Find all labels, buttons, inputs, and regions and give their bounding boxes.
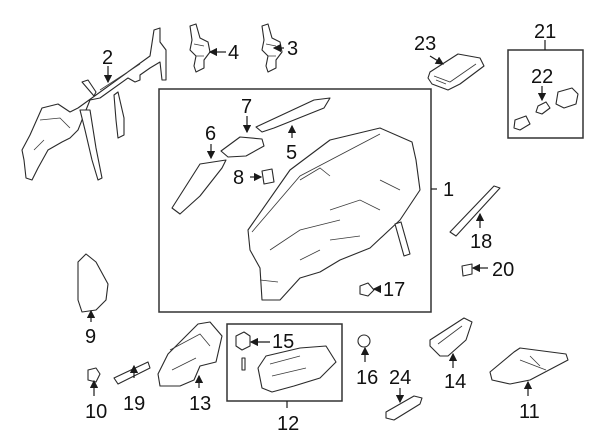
part-side-bracket[interactable] xyxy=(394,221,411,257)
part-retainer[interactable] xyxy=(87,367,101,383)
callout-4: 4 xyxy=(228,42,239,64)
part-cover-plate[interactable] xyxy=(461,263,473,277)
part-upper-trim-left[interactable] xyxy=(171,159,227,215)
part-grommet[interactable] xyxy=(357,334,371,348)
callout-11: 11 xyxy=(519,401,540,423)
callout-7: 7 xyxy=(241,96,252,118)
callout-3: 3 xyxy=(287,38,298,60)
part-upper-trim-right[interactable] xyxy=(255,97,331,133)
callout-18: 18 xyxy=(470,231,492,253)
callout-2: 2 xyxy=(102,47,113,69)
part-lower-panel[interactable] xyxy=(489,347,569,385)
leaders xyxy=(86,40,547,408)
group-box-bolster xyxy=(226,323,343,402)
part-storage-compartment[interactable] xyxy=(429,317,473,357)
part-knee-bolster[interactable] xyxy=(257,345,337,393)
part-end-cap[interactable] xyxy=(77,253,109,313)
callout-9: 9 xyxy=(85,326,96,348)
part-center-trim-panel[interactable] xyxy=(220,136,265,158)
callout-6: 6 xyxy=(205,123,216,145)
group-box-main xyxy=(158,88,432,313)
part-side-trim-strip[interactable] xyxy=(449,185,501,237)
part-instrument-panel[interactable] xyxy=(247,127,421,301)
part-bracket-left[interactable] xyxy=(189,23,211,73)
part-cluster-bezel[interactable] xyxy=(157,321,223,387)
callout-20: 20 xyxy=(492,259,514,281)
callout-21: 21 xyxy=(534,21,556,43)
callout-14: 14 xyxy=(444,371,466,393)
callout-labels: 1 2 3 4 5 6 7 8 9 10 11 12 13 14 15 16 1… xyxy=(85,21,556,435)
callout-13: 13 xyxy=(189,393,211,415)
part-lamp-housing[interactable] xyxy=(513,87,579,131)
callout-10: 10 xyxy=(85,401,107,423)
callout-17: 17 xyxy=(383,279,405,301)
callout-22: 22 xyxy=(531,66,553,88)
callout-19: 19 xyxy=(123,393,145,415)
part-nut[interactable] xyxy=(235,331,251,351)
callout-5: 5 xyxy=(286,142,297,164)
part-screw[interactable] xyxy=(241,357,246,371)
part-vent-knob[interactable] xyxy=(359,282,375,297)
callout-8: 8 xyxy=(233,167,244,189)
callout-23: 23 xyxy=(414,33,436,55)
part-control-module[interactable] xyxy=(427,53,485,91)
callout-16: 16 xyxy=(356,367,378,389)
callout-1: 1 xyxy=(443,179,454,201)
part-cross-car-beam[interactable] xyxy=(21,27,167,181)
callout-12: 12 xyxy=(277,413,299,435)
part-clip[interactable] xyxy=(261,168,275,185)
callout-24: 24 xyxy=(389,367,411,389)
part-trim-strip[interactable] xyxy=(113,361,151,385)
callout-15: 15 xyxy=(272,331,294,353)
part-bulb[interactable] xyxy=(535,101,551,115)
part-bracket-lower[interactable] xyxy=(385,395,423,421)
